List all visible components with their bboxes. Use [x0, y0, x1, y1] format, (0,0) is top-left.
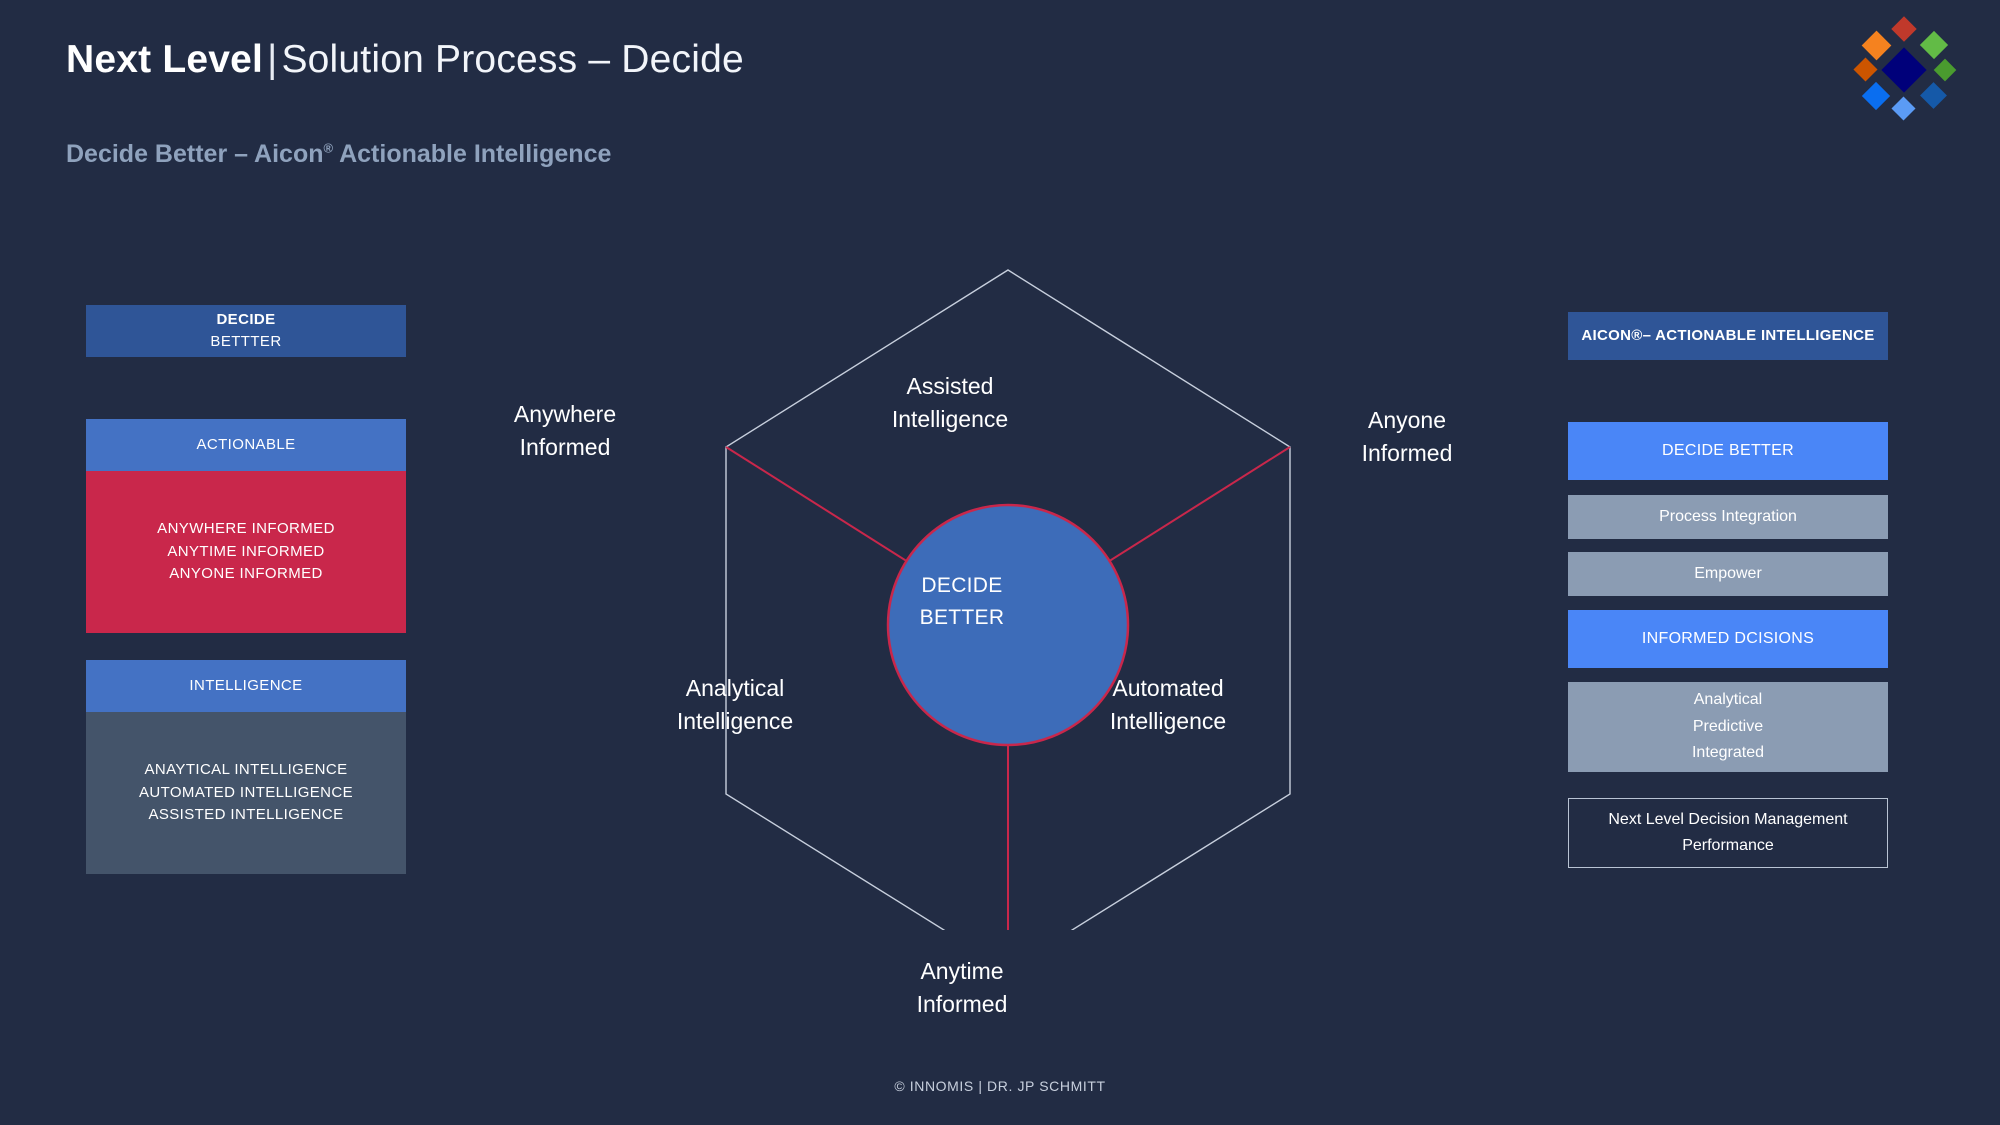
- logo-diamond-right: [1933, 58, 1957, 82]
- page-title-subject: Solution Process – Decide: [281, 38, 744, 81]
- diagram-label-line2: Informed: [519, 434, 611, 461]
- right-item-decide-better[interactable]: DECIDE BETTER: [1568, 422, 1888, 480]
- left-decide-better-line1: DECIDE: [216, 310, 276, 328]
- diagram-label-line1: Anywhere: [513, 401, 617, 427]
- right-aicon-header-label: AICON®– ACTIONABLE INTELLIGENCE: [1581, 326, 1875, 344]
- diagram-label-analytical-intelligence: Analytical Intelligence: [635, 672, 835, 739]
- diagram-label-line1: Analytical: [685, 675, 785, 701]
- list-item: ANAYTICAL INTELLIGENCE: [144, 761, 348, 779]
- list-item: ANYONE INFORMED: [169, 565, 323, 583]
- right-aicon-header[interactable]: AICON®– ACTIONABLE INTELLIGENCE: [1568, 312, 1888, 360]
- right-item-informed-decisions[interactable]: INFORMED DCISIONS: [1568, 610, 1888, 668]
- logo-diamond-top: [1891, 16, 1917, 42]
- diagram-label-line2: Intelligence: [891, 406, 1009, 433]
- page-subtitle-pre: Decide Better – Aicon: [66, 140, 324, 168]
- right-item-label: Process Integration: [1659, 508, 1797, 525]
- decision-cube-diagram: [640, 240, 1360, 930]
- logo-diamond-center: [1881, 47, 1927, 93]
- diagram-label-assisted-intelligence: Assisted Intelligence: [840, 370, 1060, 437]
- list-item: AUTOMATED INTELLIGENCE: [138, 783, 354, 801]
- left-decide-better-box[interactable]: DECIDE BETTTER: [86, 305, 406, 357]
- diagram-label-automated-intelligence: Automated Intelligence: [1068, 672, 1268, 739]
- logo-diamond-lower-left: [1861, 81, 1891, 111]
- page-title-separator: |: [267, 38, 278, 81]
- registered-mark: ®: [323, 140, 334, 156]
- left-intelligence-header-label: INTELLIGENCE: [189, 676, 303, 694]
- right-item-empower[interactable]: Empower: [1568, 552, 1888, 596]
- left-actionable-header-label: ACTIONABLE: [196, 435, 296, 453]
- list-item: ANYTIME INFORMED: [167, 542, 325, 560]
- diagram-label-line2: Intelligence: [676, 708, 794, 735]
- diagram-label-line1: Anyone: [1367, 407, 1446, 433]
- diagram-label-line2: Informed: [1361, 440, 1453, 467]
- list-item: Predictive: [1692, 717, 1764, 735]
- core-label-line2: BETTER: [919, 605, 1005, 629]
- right-item-label: DECIDE BETTER: [1662, 442, 1794, 459]
- logo-diamond-upper-left: [1861, 30, 1892, 61]
- left-actionable-header[interactable]: ACTIONABLE: [86, 419, 406, 471]
- left-decide-better-line2: BETTTER: [210, 333, 282, 350]
- diagram-label-line1: Automated: [1112, 675, 1224, 701]
- list-item: Analytical: [1693, 691, 1763, 709]
- page-subtitle: Decide Better – Aicon® Actionable Intell…: [66, 140, 611, 169]
- diagram-outer-label-anyone-informed: Anyone Informed: [1312, 404, 1502, 471]
- right-item-process-integration[interactable]: Process Integration: [1568, 495, 1888, 539]
- page-subtitle-post: Actionable Intelligence: [333, 140, 612, 168]
- core-label-line1: DECIDE: [921, 574, 1003, 597]
- diagram-outer-label-anytime-informed: Anytime Informed: [862, 955, 1062, 1022]
- right-outlined-block: Next Level Decision Management Performan…: [1568, 798, 1888, 868]
- footer-credit: © INNOMIS | DR. JP SCHMITT: [894, 1078, 1106, 1094]
- diagram-outer-label-anywhere-informed: Anywhere Informed: [470, 398, 660, 465]
- logo-diamond-upper-right: [1919, 30, 1949, 60]
- list-item: Integrated: [1691, 744, 1765, 762]
- core-circle-label: DECIDE BETTER: [872, 570, 1052, 633]
- diagram-label-line2: Intelligence: [1109, 708, 1227, 735]
- page-title: Next Level|Solution Process – Decide: [66, 38, 744, 83]
- left-intelligence-body: ANAYTICAL INTELLIGENCE AUTOMATED INTELLI…: [86, 712, 406, 874]
- logo-diamond-bottom: [1891, 96, 1916, 121]
- logo-diamond-lower-right: [1920, 82, 1947, 109]
- list-item: ANYWHERE INFORMED: [157, 520, 335, 538]
- core-circle: [886, 503, 1130, 747]
- list-item: Next Level Decision Management: [1608, 810, 1848, 828]
- list-item: Performance: [1682, 837, 1774, 854]
- page-title-brand: Next Level: [66, 38, 264, 81]
- left-intelligence-header[interactable]: INTELLIGENCE: [86, 660, 406, 712]
- diagram-label-line2: Informed: [916, 991, 1008, 1018]
- logo-diamond-left: [1853, 57, 1878, 82]
- right-item-label: Empower: [1694, 565, 1762, 582]
- innomis-diamond-logo: [1850, 16, 1958, 124]
- right-analytical-block: Analytical Predictive Integrated: [1568, 682, 1888, 772]
- diagram-label-line1: Assisted: [906, 373, 994, 399]
- list-item: ASSISTED INTELLIGENCE: [148, 806, 344, 824]
- right-item-label: INFORMED DCISIONS: [1641, 630, 1815, 647]
- diagram-label-line1: Anytime: [920, 958, 1004, 984]
- left-actionable-body: ANYWHERE INFORMED ANYTIME INFORMED ANYON…: [86, 471, 406, 633]
